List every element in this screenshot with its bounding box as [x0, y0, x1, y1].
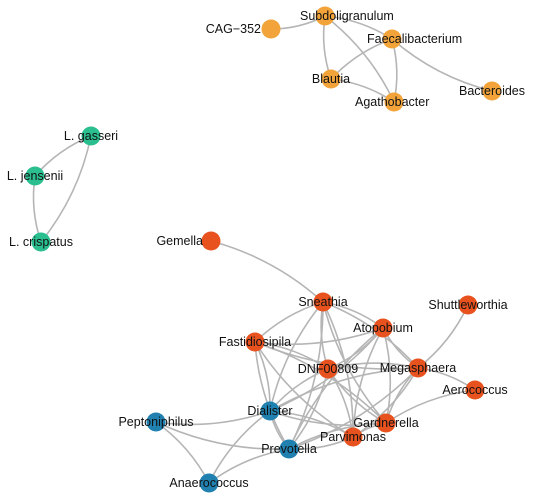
- node-label-lcrispatus: L. crispatus: [9, 235, 73, 249]
- edge-fastidiosipila-atopobium: [254, 327, 384, 346]
- node-prevotella: Prevotella: [261, 439, 317, 459]
- node-circle-lcrispatus: [31, 232, 51, 252]
- node-label-ljensenii: L. jensenii: [7, 169, 63, 183]
- node-label-parvimonas: Parvimonas: [320, 430, 386, 444]
- node-label-shuttleworthia: Shuttleworthia: [428, 298, 507, 312]
- node-bacteroides: Bacteroides: [459, 81, 525, 101]
- edge-gardnerella-aerococcus: [385, 389, 476, 424]
- node-circle-blautia: [321, 69, 341, 89]
- node-label-sneathia: Sneathia: [298, 295, 347, 309]
- node-circle-parvimonas: [343, 427, 363, 447]
- node-circle-prevotella: [279, 439, 299, 459]
- edge-prevotella-peptoniphilus: [155, 421, 290, 450]
- node-label-bacteroides: Bacteroides: [459, 84, 525, 98]
- node-cag352: CAG−352: [206, 19, 281, 39]
- edge-sneathia-parvimonas: [322, 301, 354, 438]
- node-circle-cag352: [261, 19, 281, 39]
- node-label-gardnerella: Gardnerella: [353, 416, 418, 430]
- node-label-agathobacter: Agathobacter: [355, 95, 429, 109]
- node-circle-ljensenii: [25, 166, 45, 186]
- node-ljensenii: L. jensenii: [7, 166, 63, 186]
- node-gemella: Gemella: [156, 231, 221, 251]
- node-circle-faecalibacterium: [382, 29, 402, 49]
- node-shuttleworthia: Shuttleworthia: [428, 295, 508, 315]
- node-label-dialister: Dialister: [247, 404, 292, 418]
- node-blautia: Blautia: [312, 69, 350, 89]
- node-dnf00809: DNF00809: [298, 359, 358, 379]
- node-label-megasphaera: Megasphaera: [380, 361, 456, 375]
- node-circle-dialister: [260, 401, 280, 421]
- node-circle-gardnerella: [376, 413, 396, 433]
- edge-gemella-sneathia: [210, 240, 324, 303]
- node-circle-gemella: [201, 231, 221, 251]
- node-atopobium: Atopobium: [353, 318, 413, 338]
- node-faecalibacterium: Faecalibacterium: [367, 29, 462, 49]
- edge-fastidiosipila-prevotella: [254, 341, 290, 450]
- node-label-atopobium: Atopobium: [353, 321, 413, 335]
- node-aerococcus: Aerococcus: [442, 380, 508, 400]
- node-circle-peptoniphilus: [146, 412, 166, 432]
- edge-lgasseri-lcrispatus: [40, 135, 92, 243]
- edge-dialister-anaerococcus: [208, 410, 271, 484]
- node-megasphaera: Megasphaera: [380, 358, 456, 378]
- node-label-peptoniphilus: Peptoniphilus: [118, 415, 193, 429]
- node-lgasseri: L. gasseri: [64, 126, 118, 146]
- node-sneathia: Sneathia: [298, 292, 348, 312]
- node-label-aerococcus: Aerococcus: [442, 383, 507, 397]
- edge-gardnerella-prevotella: [288, 422, 387, 450]
- node-fastidiosipila: Fastidiosipila: [219, 332, 291, 352]
- node-circle-aerococcus: [465, 380, 485, 400]
- node-circle-agathobacter: [384, 92, 404, 112]
- node-label-lgasseri: L. gasseri: [64, 129, 118, 143]
- node-label-prevotella: Prevotella: [261, 442, 317, 456]
- node-circle-subdoligranulum: [315, 6, 335, 26]
- edge-subdoligranulum-agathobacter: [324, 15, 395, 103]
- node-gardnerella: Gardnerella: [353, 413, 419, 433]
- node-label-cag352: CAG−352: [206, 22, 261, 36]
- node-lcrispatus: L. crispatus: [9, 232, 73, 252]
- node-circle-megasphaera: [408, 358, 428, 378]
- node-label-fastidiosipila: Fastidiosipila: [219, 335, 291, 349]
- node-circle-bacteroides: [482, 81, 502, 101]
- node-circle-shuttleworthia: [458, 295, 478, 315]
- node-circle-fastidiosipila: [245, 332, 265, 352]
- node-circle-lgasseri: [81, 126, 101, 146]
- node-peptoniphilus: Peptoniphilus: [118, 412, 194, 432]
- node-label-faecalibacterium: Faecalibacterium: [367, 32, 462, 46]
- edge-ljensenii-lcrispatus: [32, 175, 42, 243]
- node-circle-anaerococcus: [199, 473, 219, 493]
- edge-faecalibacterium-bacteroides: [391, 38, 493, 92]
- edge-megasphaera-shuttleworthia: [417, 304, 469, 369]
- edge-atopobium-prevotella: [288, 327, 384, 450]
- node-label-dnf00809: DNF00809: [298, 362, 358, 376]
- edge-megasphaera-dialister: [269, 367, 419, 412]
- edge-atopobium-gardnerella: [382, 327, 392, 424]
- node-subdoligranulum: Subdoligranulum: [300, 6, 394, 26]
- node-anaerococcus: Anaerococcus: [169, 473, 249, 493]
- node-label-gemella: Gemella: [156, 234, 203, 248]
- node-circle-atopobium: [373, 318, 393, 338]
- node-label-anaerococcus: Anaerococcus: [169, 476, 248, 490]
- node-dialister: Dialister: [247, 401, 293, 421]
- edge-sneathia-dialister: [269, 301, 324, 412]
- edge-megasphaera-prevotella: [288, 367, 419, 450]
- node-agathobacter: Agathobacter: [355, 92, 429, 112]
- node-circle-sneathia: [313, 292, 333, 312]
- edge-dialister-peptoniphilus: [155, 410, 271, 426]
- node-label-subdoligranulum: Subdoligranulum: [300, 9, 394, 23]
- node-parvimonas: Parvimonas: [320, 427, 386, 447]
- node-circle-dnf00809: [318, 359, 338, 379]
- edge-peptoniphilus-anaerococcus: [155, 421, 210, 484]
- node-label-blautia: Blautia: [312, 72, 350, 86]
- node-layer: CAG−352 SubdoligranulumFaecalibacteriumBl…: [7, 6, 525, 493]
